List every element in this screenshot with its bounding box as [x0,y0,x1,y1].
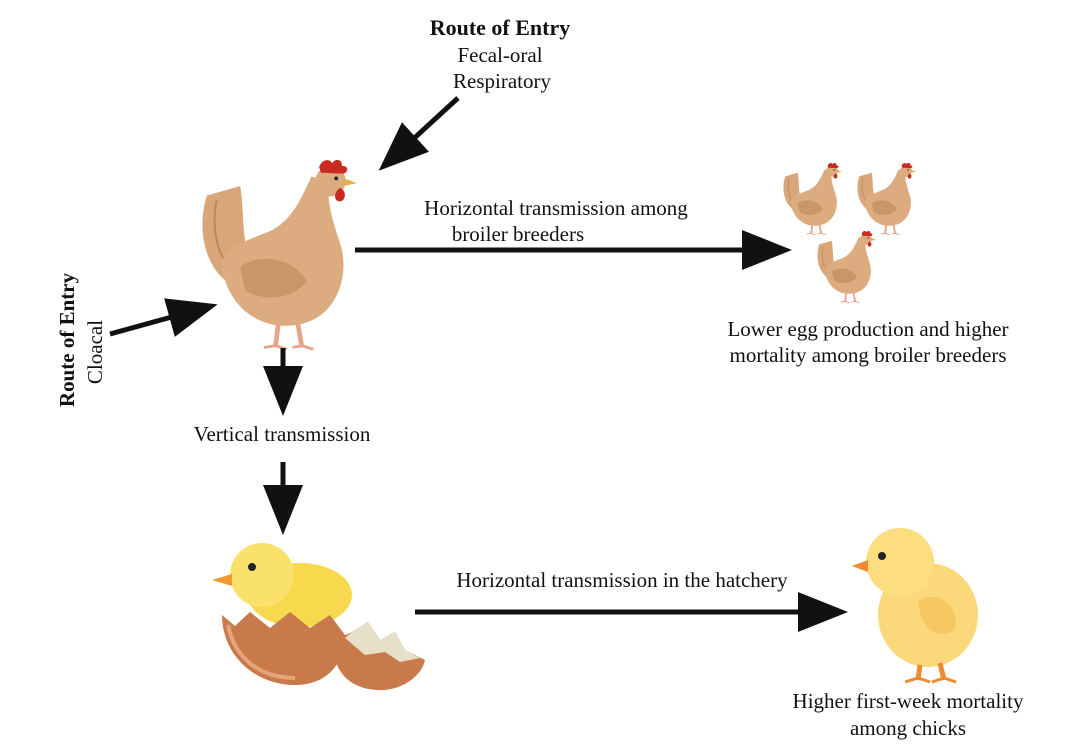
arrow-route-left [109,298,218,337]
horizontal-breeders-line1: Horizontal transmission among [424,196,688,220]
arrow-route-top [378,96,460,171]
outcome-chicks-line2: among chicks [850,716,966,740]
route-left-title: Route of Entry [55,272,79,407]
chick-icon [852,528,978,684]
vertical-transmission-label: Vertical transmission [194,422,371,446]
outcome-breeders-line1: Lower egg production and higher [727,317,1008,341]
hen-icon [202,160,357,350]
outcome-chicks-line1: Higher first-week mortality [793,689,1024,713]
route-left-line1: Cloacal [83,320,107,384]
horizontal-breeders-line2: broiler breeders [452,222,584,246]
outcome-breeders-line2: mortality among broiler breeders [730,343,1007,367]
horizontal-hatchery-label: Horizontal transmission in the hatchery [456,568,788,592]
flock-icon [782,161,918,304]
hatching-chick-icon [212,543,425,691]
route-top-title: Route of Entry [430,15,571,40]
route-top-line1: Fecal-oral [457,43,542,67]
route-top-line2: Respiratory [453,69,551,93]
